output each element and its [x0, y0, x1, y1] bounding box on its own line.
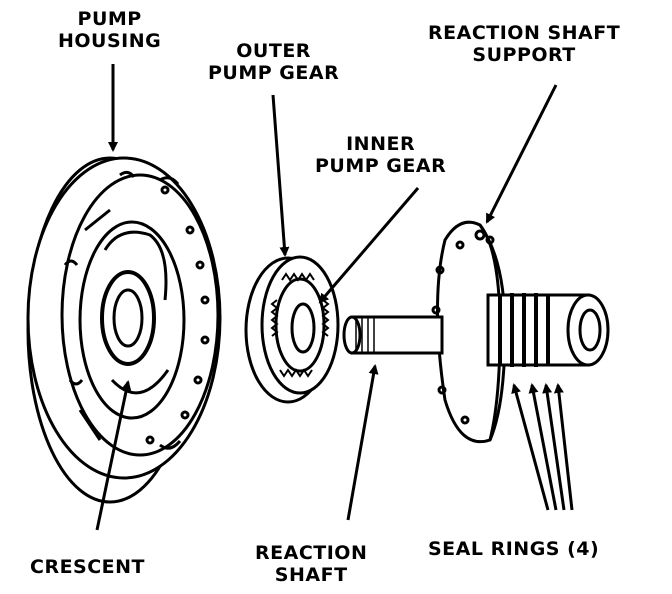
reaction-shaft-support-arrow: [485, 84, 558, 224]
inner-pump-gear-label: INNER PUMP GEAR: [315, 133, 447, 177]
seal-ring-arrow-4: [553, 383, 574, 511]
pump-housing-drawing: [26, 156, 222, 504]
leader-arrows: [95, 64, 574, 531]
outer-pump-gear-arrow: [271, 94, 290, 257]
reaction-shaft-drawing: [342, 315, 444, 355]
crescent-arrow: [95, 380, 132, 531]
reaction-shaft-support-label: REACTION SHAFT SUPPORT: [428, 22, 621, 66]
crescent-label: CRESCENT: [30, 556, 146, 578]
reaction-shaft-arrow: [346, 364, 379, 521]
reaction-shaft-label: REACTION SHAFT: [255, 542, 368, 586]
reaction-shaft-support-drawing: [431, 220, 610, 443]
inner-pump-gear-arrow: [318, 187, 420, 304]
pump-gear-drawing: [244, 255, 340, 404]
seal-ring-arrow-3: [542, 383, 566, 511]
outer-pump-gear-label: OUTER PUMP GEAR: [208, 40, 340, 84]
seal-rings-label: SEAL RINGS (4): [428, 538, 600, 560]
pump-housing-label: PUMP HOUSING: [58, 8, 162, 52]
seal-ring-arrow-2: [528, 383, 558, 511]
seal-ring-arrow-1: [511, 383, 550, 511]
